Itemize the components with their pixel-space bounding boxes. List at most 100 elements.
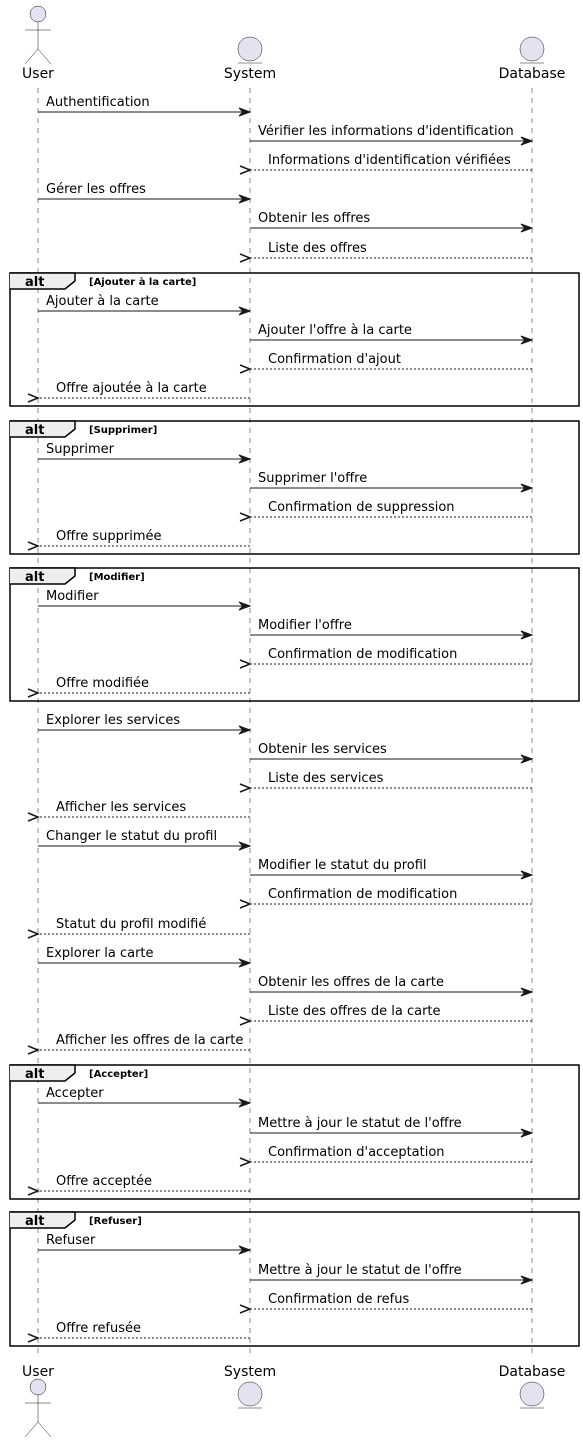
- actor-leg: [37, 1421, 52, 1438]
- arrow-head: [238, 1245, 252, 1255]
- message: Obtenir les services: [250, 742, 534, 764]
- message-label: Obtenir les services: [258, 742, 387, 757]
- message: Liste des services: [239, 771, 532, 793]
- arrow-head: [27, 541, 41, 551]
- message-label: Offre refusée: [56, 1321, 141, 1336]
- participant-label: System: [224, 66, 276, 82]
- message: Confirmation de suppression: [239, 500, 532, 522]
- message-label: Modifier le statut du profil: [258, 858, 427, 873]
- message-label: Confirmation de modification: [268, 887, 457, 902]
- message-label: Offre ajoutée à la carte: [56, 381, 207, 396]
- message: Refuser: [38, 1233, 252, 1255]
- fragment-tab: [10, 272, 76, 290]
- alt-fragment: alt [Ajouter à la carte]: [9, 272, 580, 407]
- message-label: Supprimer: [46, 442, 115, 457]
- arrow-head: [520, 754, 534, 764]
- message: Informations d'identification vérifiées: [239, 153, 532, 175]
- message: Liste des offres: [239, 241, 532, 263]
- message-label: Liste des services: [268, 771, 384, 786]
- message: Confirmation de refus: [239, 1292, 532, 1314]
- message: Afficher les services: [27, 800, 250, 822]
- arrow-head: [520, 136, 534, 146]
- fragment-frame: [9, 567, 580, 702]
- message-label: Supprimer l'offre: [258, 471, 367, 486]
- message: Confirmation d'ajout: [239, 352, 532, 374]
- message: Accepter: [38, 1086, 252, 1108]
- arrow-head: [520, 987, 534, 997]
- arrow-head: [238, 454, 252, 464]
- message-label: Liste des offres de la carte: [268, 1004, 441, 1019]
- message: Modifier: [38, 589, 252, 611]
- message-label: Confirmation d'ajout: [268, 352, 401, 367]
- participant-database-top: Database: [499, 36, 566, 82]
- message-label: Explorer la carte: [46, 946, 154, 961]
- entity-icon: [519, 36, 545, 62]
- actor-leg: [24, 48, 39, 65]
- message-label: Afficher les services: [56, 800, 186, 815]
- arrow-head: [239, 659, 253, 669]
- fragment-frame: [9, 1211, 580, 1347]
- message: Offre supprimée: [27, 529, 250, 551]
- message-label: Offre modifiée: [56, 676, 149, 691]
- fragment-keyword: alt: [25, 1067, 44, 1082]
- message-label: Confirmation de refus: [268, 1292, 409, 1307]
- message: Explorer la carte: [38, 946, 252, 968]
- message-label: Statut du profil modifié: [56, 917, 206, 932]
- participant-user-bottom: User: [22, 1364, 54, 1438]
- arrow-head: [27, 1045, 41, 1055]
- arrow-head: [27, 812, 41, 822]
- message-label: Confirmation de modification: [268, 647, 457, 662]
- alt-fragment: alt[Modifier]: [9, 567, 580, 702]
- participant-database-bottom: Database: [499, 1364, 566, 1409]
- arrow-head: [239, 1157, 253, 1167]
- message-label: Informations d'identification vérifiées: [268, 153, 511, 168]
- arrow-head: [239, 899, 253, 909]
- participant-label: Database: [499, 1364, 566, 1380]
- arrow-head: [238, 107, 252, 117]
- fragment-condition: [Accepter]: [89, 1069, 148, 1080]
- participant-label: User: [22, 66, 54, 82]
- message-label: Mettre à jour le statut de l'offre: [258, 1263, 462, 1278]
- arrow-head: [520, 1128, 534, 1138]
- arrow-head: [520, 630, 534, 640]
- message: Statut du profil modifié: [27, 917, 250, 939]
- arrow-head: [27, 393, 41, 403]
- participant-system-bottom: System: [224, 1364, 276, 1409]
- fragment-tab: [10, 1064, 76, 1082]
- message: Offre refusée: [27, 1321, 250, 1343]
- arrow-head: [238, 194, 252, 204]
- message: Offre modifiée: [27, 676, 250, 698]
- arrow-head: [238, 841, 252, 851]
- arrow-head: [238, 958, 252, 968]
- message-label: Mettre à jour le statut de l'offre: [258, 1116, 462, 1131]
- fragment-keyword: alt: [25, 275, 44, 290]
- message-label: Confirmation de suppression: [268, 500, 455, 515]
- arrow-head: [520, 483, 534, 493]
- participant-label: Database: [499, 66, 566, 82]
- arrow-head: [520, 1275, 534, 1285]
- arrow-head: [239, 1016, 253, 1026]
- message: Offre ajoutée à la carte: [27, 381, 250, 403]
- arrow-head: [238, 725, 252, 735]
- message-label: Changer le statut du profil: [46, 829, 217, 844]
- arrow-head: [27, 1186, 41, 1196]
- message-label: Obtenir les offres: [258, 211, 370, 226]
- fragment-frame: [9, 272, 580, 407]
- message: Authentification: [38, 95, 252, 117]
- actor-icon: [29, 1378, 47, 1396]
- entity-icon: [519, 1381, 545, 1407]
- message-label: Vérifier les informations d'identificati…: [258, 124, 514, 139]
- fragment-keyword: alt: [25, 570, 44, 585]
- fragment-condition: [Ajouter à la carte]: [89, 276, 196, 288]
- fragment-tab: [10, 567, 76, 585]
- message: Changer le statut du profil: [38, 829, 252, 851]
- fragment-keyword: alt: [25, 423, 44, 438]
- arrow-head: [27, 929, 41, 939]
- message: Confirmation de modification: [239, 647, 532, 669]
- message: Mettre à jour le statut de l'offre: [250, 1116, 534, 1138]
- message-label: Modifier: [46, 589, 99, 604]
- message-label: Explorer les services: [46, 713, 180, 728]
- participant-label: User: [22, 1364, 54, 1380]
- message-label: Afficher les offres de la carte: [56, 1033, 243, 1048]
- message: Offre acceptée: [27, 1174, 250, 1196]
